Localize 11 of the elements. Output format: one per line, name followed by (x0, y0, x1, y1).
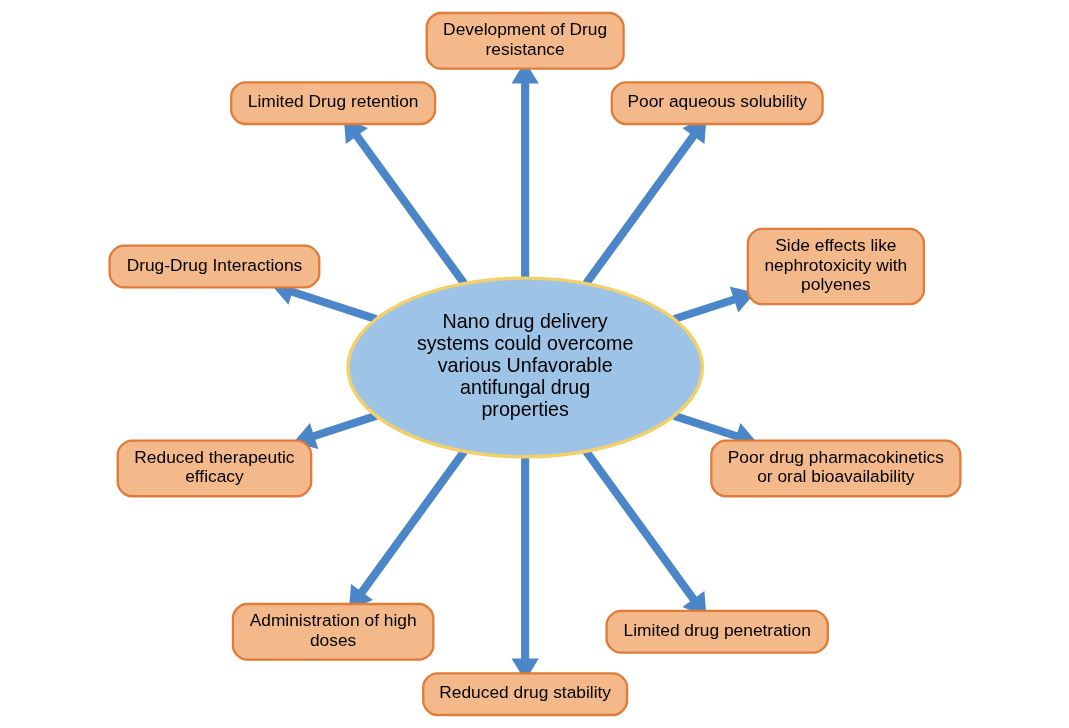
node-box: Poor aqueous solubility (610, 81, 824, 126)
node-box: Side effects like nephrotoxicity with polyenes (746, 227, 925, 306)
node-box: Limited Drug retention (229, 81, 436, 126)
node-box: Drug-Drug Interactions (107, 244, 320, 289)
node-ellipse: Nano drug delivery systems could overcome various Unfavorable antifungal drug properties (345, 276, 704, 459)
node-box: Administration of high doses (231, 602, 434, 661)
node-box: Reduced therapeutic efficacy (116, 439, 312, 498)
node-box: Limited drug penetration (604, 609, 829, 654)
node-box: Development of Drug resistance (425, 11, 625, 70)
node-box: Poor drug pharmacokinetics or oral bioavailability (709, 439, 962, 498)
node-box: Reduced drug stability (421, 672, 628, 717)
